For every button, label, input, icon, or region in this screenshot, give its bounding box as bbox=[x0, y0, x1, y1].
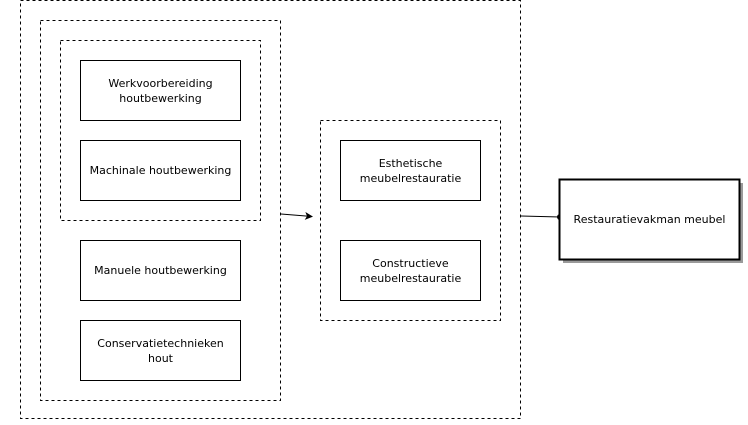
inner-top-group-frame bbox=[60, 40, 261, 221]
right-group-frame bbox=[320, 120, 501, 321]
outer-group-frame bbox=[20, 0, 521, 419]
box-conservatie-line2: hout bbox=[148, 352, 174, 365]
box-esthetische[interactable]: Esthetische meubelrestauratie bbox=[340, 140, 481, 201]
box-werkvoorbereiding-line2: houtbewerking bbox=[119, 92, 201, 105]
box-werkvoorbereiding-line1: Werkvoorbereiding bbox=[108, 77, 212, 90]
left-group-frame bbox=[40, 20, 281, 401]
box-manuele-label: Manuele houtbewerking bbox=[94, 264, 227, 277]
box-constructieve-line2: meubelrestauratie bbox=[360, 272, 462, 285]
box-werkvoorbereiding[interactable]: Werkvoorbereiding houtbewerking bbox=[80, 60, 241, 121]
box-conservatie[interactable]: Conservatietechnieken hout bbox=[80, 320, 241, 381]
box-constructieve-line1: Constructieve bbox=[372, 257, 449, 270]
box-restauratievakman[interactable]: Restauratievakman meubel bbox=[558, 178, 744, 264]
box-machinale[interactable]: Machinale houtbewerking bbox=[80, 140, 241, 201]
box-restauratievakman-label: Restauratievakman meubel bbox=[574, 213, 726, 226]
box-esthetische-line1: Esthetische bbox=[379, 157, 443, 170]
arrow-to-restauratie-group bbox=[280, 211, 313, 220]
connector-to-restauratievakman bbox=[520, 215, 561, 218]
box-constructieve[interactable]: Constructieve meubelrestauratie bbox=[340, 240, 481, 301]
box-conservatie-line1: Conservatietechnieken bbox=[97, 337, 223, 350]
box-manuele[interactable]: Manuele houtbewerking bbox=[80, 240, 241, 301]
box-esthetische-line2: meubelrestauratie bbox=[360, 172, 462, 185]
box-machinale-label: Machinale houtbewerking bbox=[90, 164, 232, 177]
